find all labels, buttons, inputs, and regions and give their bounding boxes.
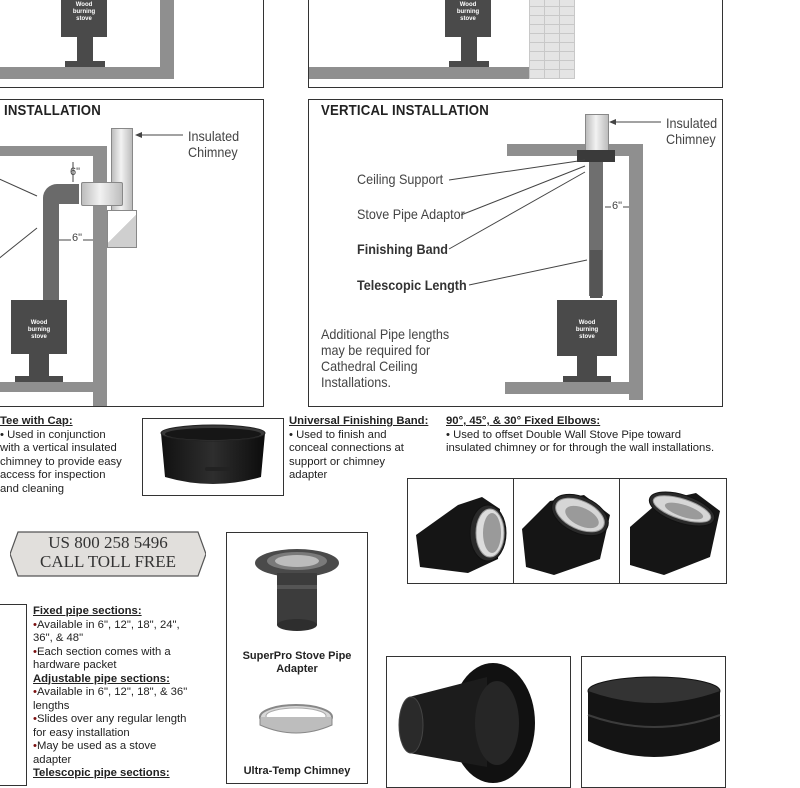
phone-number: US 800 258 5496 — [48, 533, 168, 552]
wall-thimble-image-box — [386, 656, 571, 788]
stove — [11, 300, 67, 354]
storm-collar-icon — [587, 676, 721, 757]
telescopic-length — [590, 250, 602, 298]
stove-base — [65, 61, 105, 67]
elbow-45-icon — [522, 493, 610, 575]
elbow-30-icon — [630, 491, 720, 575]
finishing-band-description: Universal Finishing Band: • Used to fini… — [289, 415, 439, 483]
fixed-heading: Fixed pipe sections: — [33, 605, 142, 617]
annotation-lines — [448, 119, 661, 286]
ultra-temp-caption: Ultra-Temp Chimney — [243, 765, 351, 777]
stove-pipe-vertical — [43, 200, 59, 302]
telescopic-heading: Telescopic pipe sections: — [33, 767, 170, 779]
fixed-item-1: Available in 6", 12", 18", 24", 36", & 4… — [33, 619, 223, 646]
top-right-diagram: Wood burning stove — [308, 0, 723, 88]
elbow-45-image-box — [513, 478, 621, 584]
left-box-edge — [0, 604, 27, 786]
clearance-side-label: 6" — [71, 232, 84, 244]
adjustable-item-1: Available in 6", 12", 18", & 36" lengths — [33, 686, 223, 713]
phone-text: US 800 258 5496 CALL TOLL FREE — [10, 533, 206, 571]
finishing-band-icon — [160, 424, 266, 484]
adapter-product-box: SuperPro Stove Pipe Adapter Ultra-Temp C… — [226, 532, 368, 784]
floor — [0, 382, 107, 392]
floor — [0, 67, 174, 79]
pipe-sections-description: Fixed pipe sections: Available in 6", 12… — [33, 605, 223, 781]
storm-collar-image-box — [581, 656, 726, 788]
ceiling-support — [577, 150, 615, 162]
panel-title: VERTICAL INSTALLATION — [321, 102, 489, 119]
tee-cap-body: • Used in conjunction with a vertical in… — [0, 428, 122, 495]
stove-pipe-adapter-icon — [255, 549, 339, 631]
wall-installation-diagram: INSTALLATION Wood burning stove Insulate… — [0, 99, 264, 407]
elbows-description: 90°, 45°, & 30° Fixed Elbows: • Used to … — [446, 415, 746, 456]
ceiling-support-label: Ceiling Support — [357, 171, 444, 187]
elbow-90-image-box — [407, 478, 515, 584]
tee-cap-description: Tee with Cap: • Used in conjunction with… — [0, 415, 140, 496]
stove-base — [563, 376, 611, 382]
clearance-label: 6" — [611, 200, 624, 212]
stove-label: Wood burning stove — [456, 2, 480, 22]
stove — [61, 0, 107, 37]
chimney-brace — [107, 210, 137, 248]
adapter-caption: SuperPro Stove Pipe Adapter — [242, 650, 352, 675]
adjustable-heading: Adjustable pipe sections: — [33, 672, 170, 685]
stove-legs — [577, 354, 597, 380]
brick-wall — [529, 0, 575, 79]
stove-label: Wood burning stove — [72, 2, 96, 22]
stove — [445, 0, 491, 37]
ceiling — [0, 146, 107, 156]
cathedral-note: Additional Pipe lengths may be required … — [321, 326, 450, 390]
tee-cap-heading: Tee with Cap: — [0, 415, 73, 427]
panel-title: INSTALLATION — [4, 102, 101, 119]
chimney-label: Insulated Chimney — [188, 128, 240, 160]
adjustable-item-2: Slides over any regular length for easy … — [33, 713, 223, 740]
stove-base — [449, 61, 489, 67]
toll-free-banner: US 800 258 5496 CALL TOLL FREE — [10, 530, 206, 578]
stove — [557, 300, 617, 356]
wall-thimble-icon — [398, 663, 535, 783]
stove-label: Wood burning stove — [575, 320, 599, 340]
stove-legs — [29, 354, 49, 380]
stove-legs — [461, 37, 477, 63]
wall — [160, 0, 174, 79]
floor — [309, 67, 531, 79]
insulated-chimney — [585, 114, 609, 152]
finishing-band-image-box — [142, 418, 284, 496]
clearance-top-label: 6" — [70, 166, 81, 178]
tee-connector — [81, 182, 123, 206]
vertical-installation-diagram: VERTICAL INSTALLATION Wood burning stove… — [308, 99, 723, 407]
banner-shape — [10, 531, 206, 577]
stove-pipe-elbow — [43, 184, 79, 204]
elbow-30-image-box — [619, 478, 727, 584]
stove-legs — [77, 37, 93, 63]
finishing-band-body: • Used to finish and conceal connections… — [289, 428, 404, 482]
elbows-heading: 90°, 45°, & 30° Fixed Elbows: — [446, 415, 601, 427]
finishing-band-heading: Universal Finishing Band: — [289, 415, 429, 427]
telescopic-length-label: Telescopic Length — [357, 277, 467, 293]
ultra-temp-ring-icon — [259, 704, 333, 734]
top-left-diagram: Wood burning stove — [0, 0, 264, 88]
toll-free-label: CALL TOLL FREE — [40, 552, 176, 571]
wall — [93, 146, 107, 406]
stove-base — [15, 376, 63, 382]
adjustable-item-3: May be used as a stove adapter — [33, 740, 223, 767]
stove-pipe-adaptor-label: Stove Pipe Adaptor — [357, 206, 465, 222]
floor — [505, 382, 641, 394]
stove-label: Wood burning stove — [27, 320, 51, 340]
chimney-label: Insulated Chimney — [666, 115, 718, 147]
elbows-body: • Used to offset Double Wall Stove Pipe … — [446, 428, 715, 455]
annotation-lines — [0, 132, 183, 259]
fixed-item-2: Each section comes with a hardware packe… — [33, 646, 223, 673]
wall — [629, 144, 643, 400]
finishing-band-label: Finishing Band — [357, 241, 448, 257]
elbow-90-icon — [416, 497, 507, 573]
